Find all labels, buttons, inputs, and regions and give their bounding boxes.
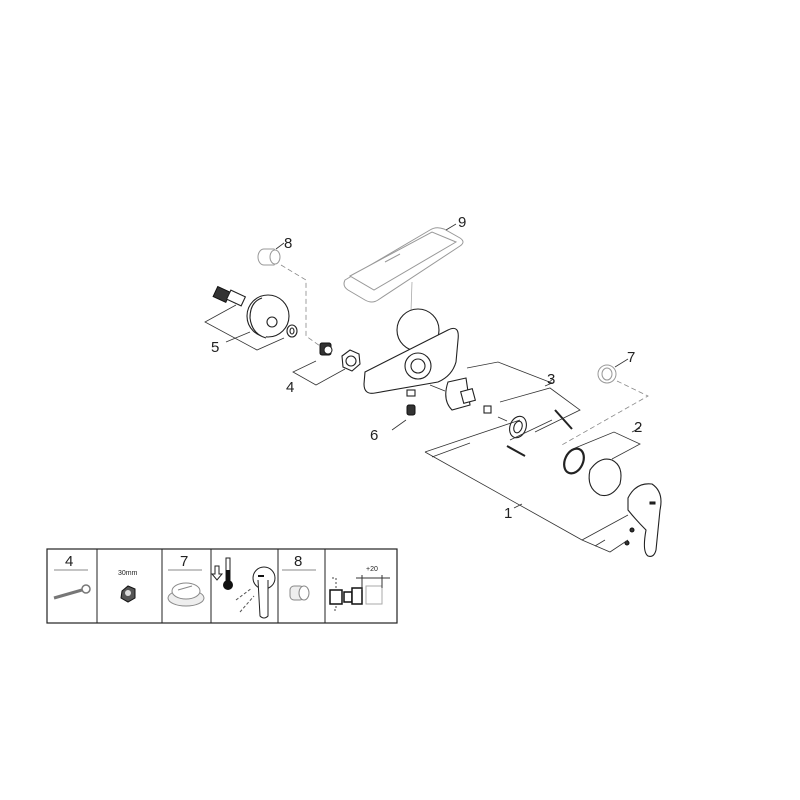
mixer-body <box>363 308 459 397</box>
eccentric-nut-part-4 <box>292 342 361 386</box>
legend-caption-30mm: 30mm <box>118 570 138 577</box>
cap-part-7 <box>559 358 649 447</box>
extension-piece-icon <box>289 585 310 601</box>
connector-rosette-part-5 <box>204 285 298 351</box>
legend-number-8: 8 <box>294 553 302 570</box>
label-3: 3 <box>547 371 555 388</box>
wrench-icon <box>53 584 91 600</box>
aerator-part-6 <box>391 404 416 431</box>
escutcheon-part-2 <box>563 431 641 497</box>
legend-number-7: 7 <box>180 553 188 570</box>
cap-icon <box>167 582 205 607</box>
label-7: 7 <box>627 349 635 366</box>
tray-part <box>343 227 464 341</box>
label-2: 2 <box>634 419 642 436</box>
label-8: 8 <box>284 235 292 252</box>
legend-caption-plus20: +20 <box>366 566 378 573</box>
extension-part-8 <box>257 248 321 347</box>
label-6: 6 <box>370 427 378 444</box>
wall-extension-icon <box>329 575 390 611</box>
legend-number-4: 4 <box>65 553 73 570</box>
cartridge-part-3 <box>429 361 581 457</box>
label-5: 5 <box>211 339 219 356</box>
thermometer-lever-icon <box>210 557 276 619</box>
label-1: 1 <box>504 505 512 522</box>
legend-table: 4 30mm 7 8 <box>46 548 398 624</box>
hex-nut-icon <box>120 585 136 603</box>
lever-part-1 <box>424 419 662 557</box>
label-9: 9 <box>458 214 466 231</box>
label-4: 4 <box>286 379 294 396</box>
